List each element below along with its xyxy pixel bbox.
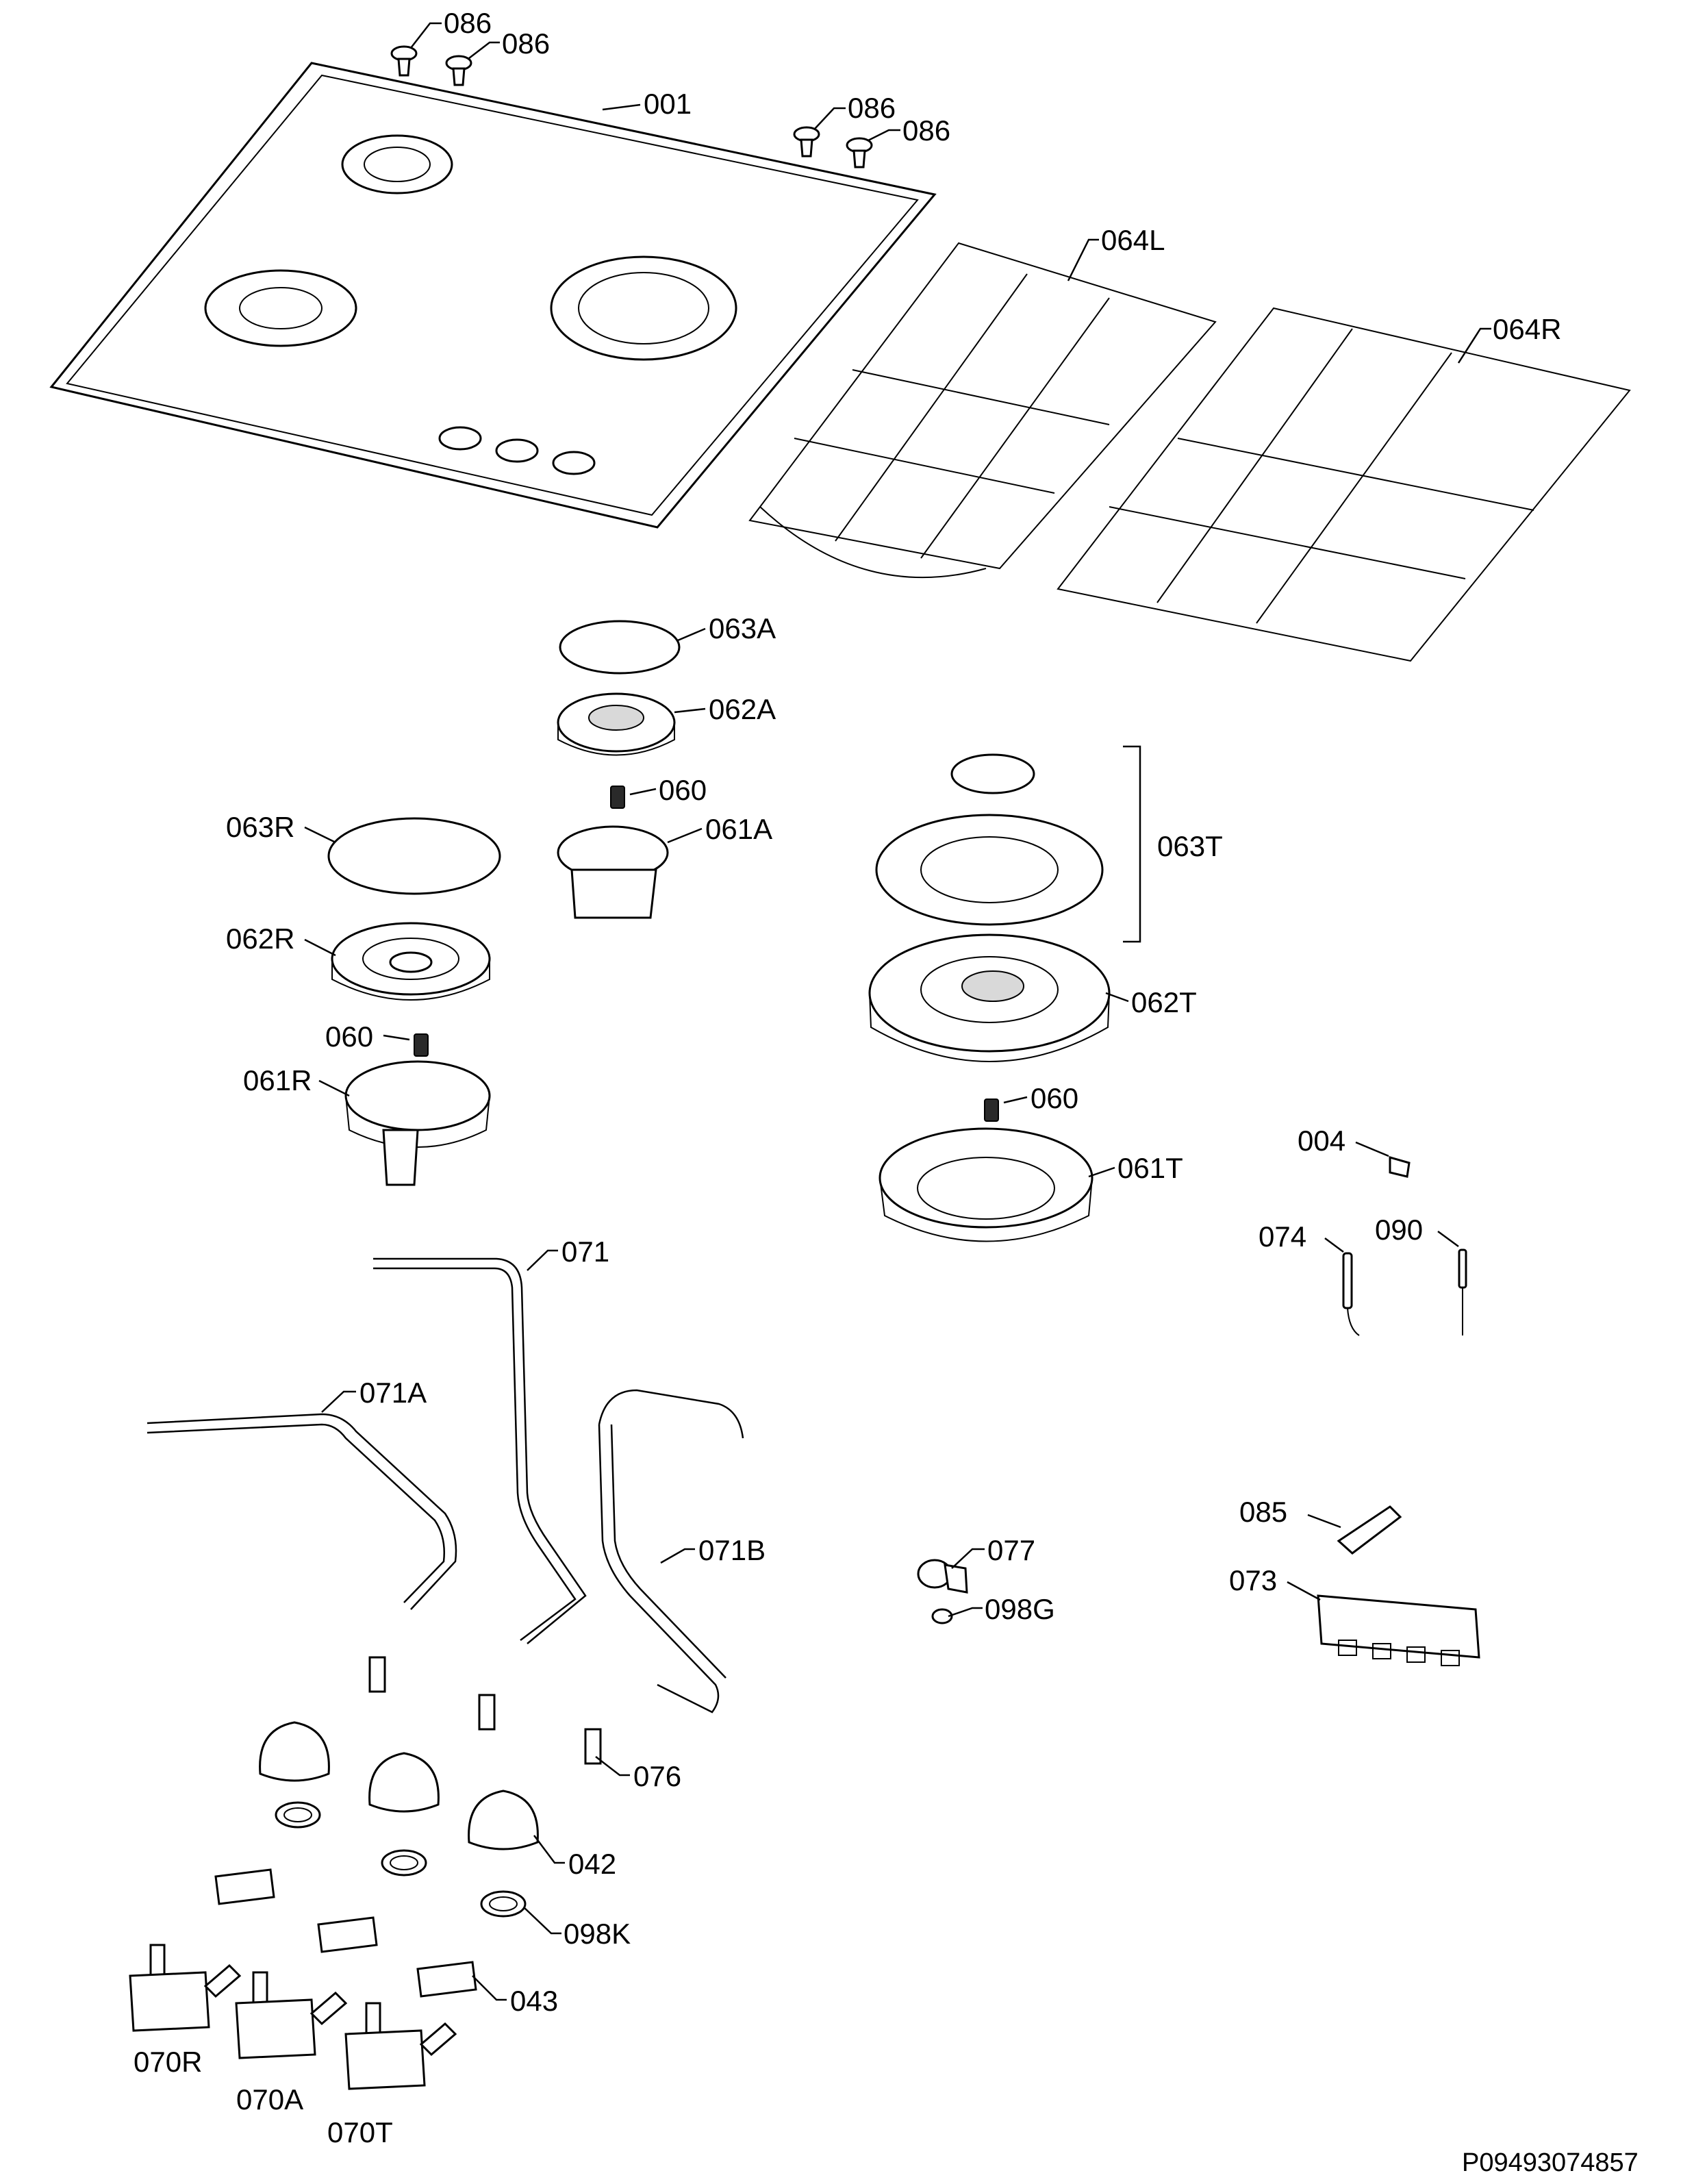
label-063T: 063T [1157, 830, 1223, 862]
label-070T: 070T [327, 2116, 393, 2148]
label-001: 001 [644, 88, 692, 120]
part-063T-caps [875, 745, 1141, 943]
part-071A-pipe [147, 1413, 457, 1610]
label-063R: 063R [226, 811, 294, 843]
part-062A-crown [557, 692, 676, 756]
label-071: 071 [561, 1235, 609, 1268]
part-063R-cap [327, 817, 501, 895]
part-062R-crown [331, 922, 491, 1001]
label-061A: 061A [705, 813, 772, 845]
label-086: 086 [502, 27, 550, 60]
document-id: P09493074857 [1462, 2148, 1639, 2177]
part-060-injector-r [414, 1033, 429, 1057]
label-064L: 064L [1101, 224, 1165, 256]
part-060-injector-a [610, 786, 625, 809]
label-073: 073 [1229, 1564, 1277, 1596]
part-070A-tap [235, 1971, 348, 2059]
label-071A: 071A [359, 1377, 427, 1409]
part-062T-crown [868, 933, 1111, 1062]
label-074: 074 [1259, 1220, 1306, 1253]
label-062A: 062A [709, 693, 776, 725]
part-086-clips [390, 45, 873, 168]
label-098K: 098K [564, 1918, 631, 1950]
label-060: 060 [659, 774, 707, 806]
part-004-clip [1389, 1156, 1411, 1178]
part-061R-burner-base [344, 1060, 491, 1186]
label-086: 086 [848, 92, 896, 124]
label-061T: 061T [1117, 1152, 1183, 1184]
label-060: 060 [325, 1020, 373, 1053]
part-085-bracket [1337, 1505, 1402, 1555]
label-063A: 063A [709, 612, 776, 644]
part-077-elbow [917, 1559, 968, 1594]
label-004: 004 [1298, 1125, 1345, 1157]
part-076-brackets [368, 1656, 602, 1765]
part-labels: 086 086 001 086 086 064L 064R 063A 062A … [134, 7, 1639, 2177]
label-085: 085 [1239, 1496, 1287, 1528]
label-098G: 098G [985, 1593, 1055, 1625]
part-061T-burner-base [878, 1127, 1093, 1242]
part-001-hob-top [49, 62, 937, 529]
part-060-injector-t [984, 1099, 999, 1122]
label-042: 042 [568, 1848, 616, 1880]
label-076: 076 [633, 1760, 681, 1792]
part-090-thermocouple [1458, 1248, 1467, 1335]
label-061R: 061R [243, 1064, 312, 1096]
label-070R: 070R [134, 2046, 202, 2078]
label-062R: 062R [226, 922, 294, 955]
label-064R: 064R [1493, 313, 1561, 345]
part-098G-seal [931, 1608, 953, 1624]
label-090: 090 [1375, 1214, 1423, 1246]
label-086: 086 [444, 7, 492, 39]
part-070T-tap [344, 2002, 457, 2090]
label-071B: 071B [698, 1534, 766, 1566]
leader-lines [304, 22, 1491, 2001]
part-071-pipe [373, 1257, 587, 1644]
part-042-knobs [259, 1721, 539, 1850]
label-062T: 062T [1131, 986, 1197, 1018]
part-073-ignition-generator [1317, 1594, 1480, 1666]
part-070R-tap [129, 1944, 242, 2032]
part-074-electrode [1342, 1252, 1360, 1336]
part-064R-pan-support [1057, 307, 1631, 662]
label-077: 077 [987, 1534, 1035, 1566]
part-071B-pipe [598, 1389, 744, 1714]
label-070A: 070A [236, 2083, 303, 2116]
part-063A-cap [559, 620, 681, 675]
part-061A-burner-base [557, 825, 669, 919]
label-086: 086 [902, 114, 950, 147]
label-043: 043 [510, 1985, 558, 2017]
label-060: 060 [1031, 1082, 1078, 1114]
part-043-switches [214, 1868, 477, 1998]
part-098K-seals [275, 1801, 527, 1918]
part-064L-pan-support [748, 242, 1217, 579]
